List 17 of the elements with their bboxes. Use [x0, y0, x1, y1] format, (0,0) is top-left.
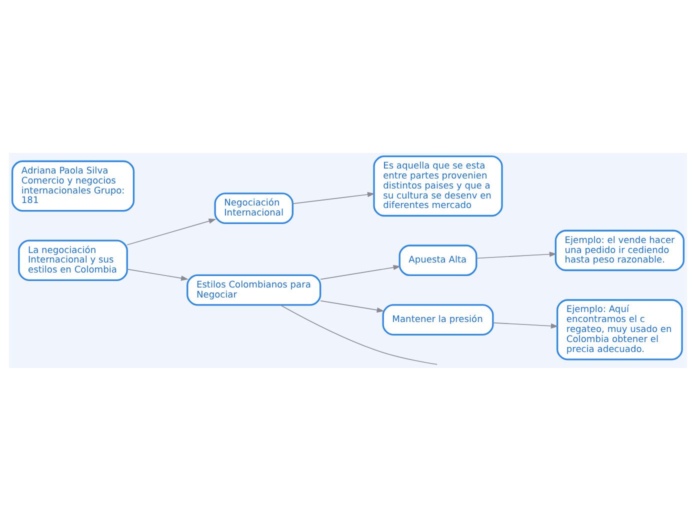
arrow: [320, 264, 401, 280]
arrow: [292, 191, 375, 204]
connector: [280, 304, 438, 364]
arrow: [492, 322, 558, 328]
node-box: Ejemplo: Aquí encontramos el c regateo, muy usado en Colombia obtener el precia adecuado.: [556, 298, 683, 360]
node-box: Apuesta Alta: [398, 244, 478, 276]
node-box: Estilos Colombianos para Negociar: [186, 274, 322, 306]
node-box: Negociación Internacional: [214, 192, 294, 224]
node-box: Es aquella que se esta entre partes provenien distintos paises y que a su cultura se desenv en diferentes mercado: [373, 154, 503, 216]
node-box: La negociación Internacional y sus estilos en Colombia: [18, 239, 128, 280]
node-box: Adriana Paola Silva Comercio y negocios internacionales Grupo: 181: [12, 160, 135, 212]
node-box: Ejemplo: el vende hacer una pedido ir cediendo hasta peso razonable.: [554, 229, 684, 271]
arrow: [126, 218, 216, 245]
arrow: [476, 251, 557, 258]
node-box: Mantener la presión: [382, 304, 494, 335]
arrow: [126, 268, 188, 280]
arrow: [320, 300, 384, 312]
